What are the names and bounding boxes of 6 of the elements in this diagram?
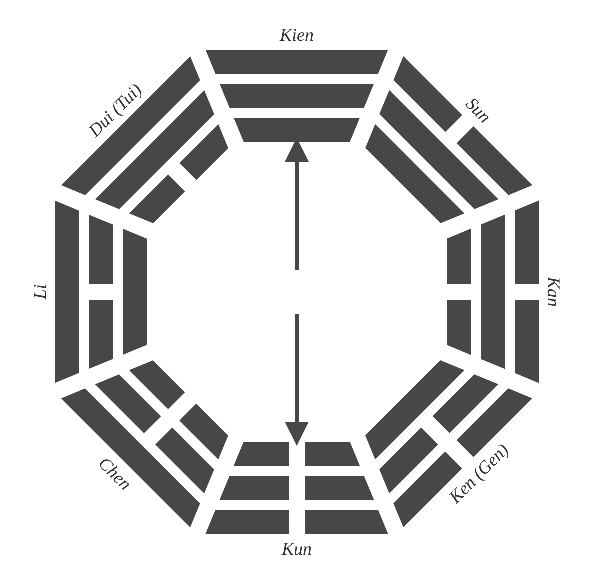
trigram-label: Kien bbox=[280, 26, 314, 44]
trigram-label: Kun bbox=[282, 540, 312, 558]
trigram-label: Kan bbox=[545, 276, 563, 307]
trigram-label: Li bbox=[31, 284, 49, 300]
trigram-label: Sun bbox=[462, 94, 495, 126]
arrow bbox=[285, 314, 309, 446]
